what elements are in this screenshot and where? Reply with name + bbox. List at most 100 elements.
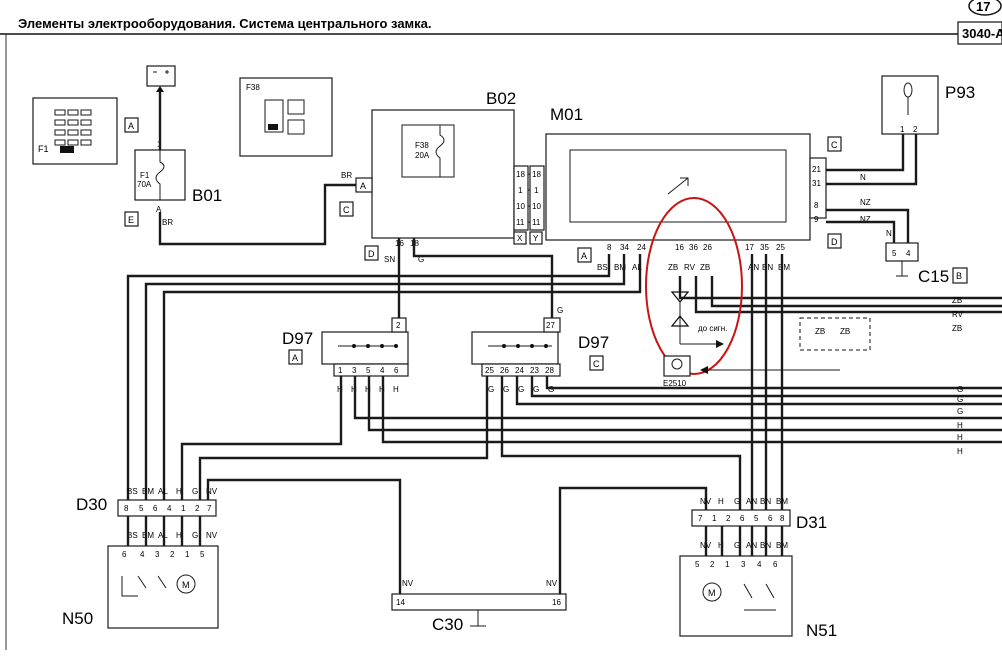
d97a-dots bbox=[352, 344, 398, 348]
n50-label: N50 bbox=[62, 609, 93, 628]
page-number: 17 bbox=[976, 0, 990, 14]
wire-b01-b02 bbox=[158, 183, 356, 246]
b02-side-pin-3: 10 bbox=[516, 202, 525, 211]
conn-c-d97-text: C bbox=[593, 359, 600, 369]
conn-c-m01 bbox=[827, 136, 842, 152]
svg-text:4: 4 bbox=[167, 504, 172, 513]
n51-label: N51 bbox=[806, 621, 837, 640]
b02-side-pin-1: 18 bbox=[516, 170, 525, 179]
svg-text:1: 1 bbox=[725, 560, 730, 569]
wire-m01-c15-a bbox=[826, 208, 910, 243]
wire-label-n2: N bbox=[886, 229, 892, 238]
b02-box bbox=[371, 109, 515, 239]
b01-pin-bot: A bbox=[156, 205, 162, 214]
conn-c-b02 bbox=[339, 201, 354, 217]
svg-text:G: G bbox=[734, 541, 740, 550]
svg-text:H: H bbox=[176, 487, 182, 496]
d97c-pin-26: 26 bbox=[500, 366, 509, 375]
wire-m01-c15-b bbox=[826, 220, 896, 243]
svg-text:6: 6 bbox=[122, 550, 127, 559]
d97a-pin-4: 4 bbox=[380, 366, 385, 375]
zb-junction-label-1: ZB bbox=[815, 327, 825, 336]
right-wire-rv: RV bbox=[952, 310, 964, 319]
m01-bottom-pin-8: 8 bbox=[607, 243, 612, 252]
svg-text:H: H bbox=[957, 421, 963, 430]
f38-inset-label: F38 bbox=[246, 83, 260, 92]
svg-text:G: G bbox=[192, 487, 198, 496]
b01-label: B01 bbox=[192, 186, 222, 205]
wire-zb-right-2 bbox=[710, 276, 1002, 308]
m01-side-pin-2: 1 bbox=[534, 186, 539, 195]
conn-d-m01 bbox=[827, 233, 842, 249]
wire-zb-right-1 bbox=[678, 276, 1002, 300]
red-circle-annotation bbox=[645, 197, 743, 375]
conn-d-b02-text: D bbox=[368, 249, 375, 259]
m01-bottom-pin-17: 17 bbox=[745, 243, 754, 252]
e2510-label: E2510 bbox=[663, 379, 687, 388]
conn-a-m01-text: A bbox=[581, 251, 587, 261]
svg-text:4: 4 bbox=[140, 550, 145, 559]
fuse-grid-left bbox=[54, 109, 92, 153]
d31-label: D31 bbox=[796, 513, 827, 532]
svg-text:AL: AL bbox=[158, 487, 168, 496]
motor-icon-n50 bbox=[176, 574, 196, 594]
motor-icon-n51 bbox=[702, 582, 722, 602]
fuse-box-inset-left bbox=[32, 97, 118, 165]
page-number-badge bbox=[968, 0, 1002, 16]
conn-x bbox=[513, 231, 527, 245]
wire-al bbox=[162, 254, 642, 500]
b02-fuse-frame bbox=[401, 124, 455, 178]
wire-h-right-2 bbox=[367, 376, 1002, 432]
svg-text:BM: BM bbox=[142, 487, 154, 496]
wire-label-n1: N bbox=[860, 173, 866, 182]
wire-label-nz2: NZ bbox=[860, 215, 871, 224]
wire-g-right-3 bbox=[545, 376, 1002, 390]
p93-label: P93 bbox=[945, 83, 975, 102]
wire-rv-right bbox=[694, 276, 1002, 314]
d31-n51-wires bbox=[704, 526, 784, 556]
b02-side-pin-4: 11 bbox=[516, 218, 525, 227]
svg-text:3: 3 bbox=[155, 550, 160, 559]
svg-text:2: 2 bbox=[195, 504, 200, 513]
m01-bottom-pin-35: 35 bbox=[760, 243, 769, 252]
horn-icon bbox=[671, 358, 683, 370]
c15-pin-4: 4 bbox=[906, 249, 911, 258]
f1-inset-label: F1 bbox=[38, 144, 49, 154]
wire-nv-c30 bbox=[206, 478, 402, 594]
conn-e-b01-text: E bbox=[128, 215, 134, 225]
m01-inner bbox=[569, 149, 787, 223]
d31-pins: 7 1 2 6 5 6 8 bbox=[698, 514, 785, 523]
conn-y-text: Y bbox=[533, 234, 539, 243]
svg-text:NV: NV bbox=[206, 531, 218, 540]
d97c-pin-25: 25 bbox=[485, 366, 494, 375]
wire-g-right-1 bbox=[515, 376, 1002, 406]
m01-right-pin-31: 31 bbox=[812, 179, 821, 188]
m01-wire-an: AN bbox=[748, 263, 759, 272]
wire-p93-1 bbox=[826, 134, 905, 172]
svg-text:5: 5 bbox=[200, 550, 205, 559]
d97a-top-pin: 2 bbox=[396, 321, 401, 330]
m01-wire-bm: BM bbox=[614, 263, 626, 272]
m01-side-pin-3: 10 bbox=[532, 202, 541, 211]
svg-text:G: G bbox=[957, 395, 963, 404]
b02-label: B02 bbox=[486, 89, 516, 108]
b02-side-pin-2: 1 bbox=[518, 186, 523, 195]
diode-icon-1 bbox=[670, 291, 690, 304]
page-code: 3040-A bbox=[962, 26, 1002, 41]
conn-y bbox=[529, 231, 543, 245]
m01-wire-bn: BN bbox=[762, 263, 773, 272]
svg-text:8: 8 bbox=[780, 514, 785, 523]
svg-text:AN: AN bbox=[746, 497, 757, 506]
conn-x-text: X bbox=[517, 234, 523, 243]
f38-label: F38 bbox=[415, 141, 429, 150]
svg-text:NV: NV bbox=[206, 487, 218, 496]
e2510-box bbox=[663, 355, 691, 377]
d97a-pin-5: 5 bbox=[366, 366, 371, 375]
svg-text:BN: BN bbox=[760, 497, 771, 506]
n50-box bbox=[107, 545, 219, 629]
m01-wire-al: AL bbox=[632, 263, 642, 272]
d97a-bottom-pins: 1 3 5 4 6 bbox=[333, 363, 409, 377]
svg-text:H: H bbox=[957, 433, 963, 442]
d97a-pin-3: 3 bbox=[352, 366, 357, 375]
